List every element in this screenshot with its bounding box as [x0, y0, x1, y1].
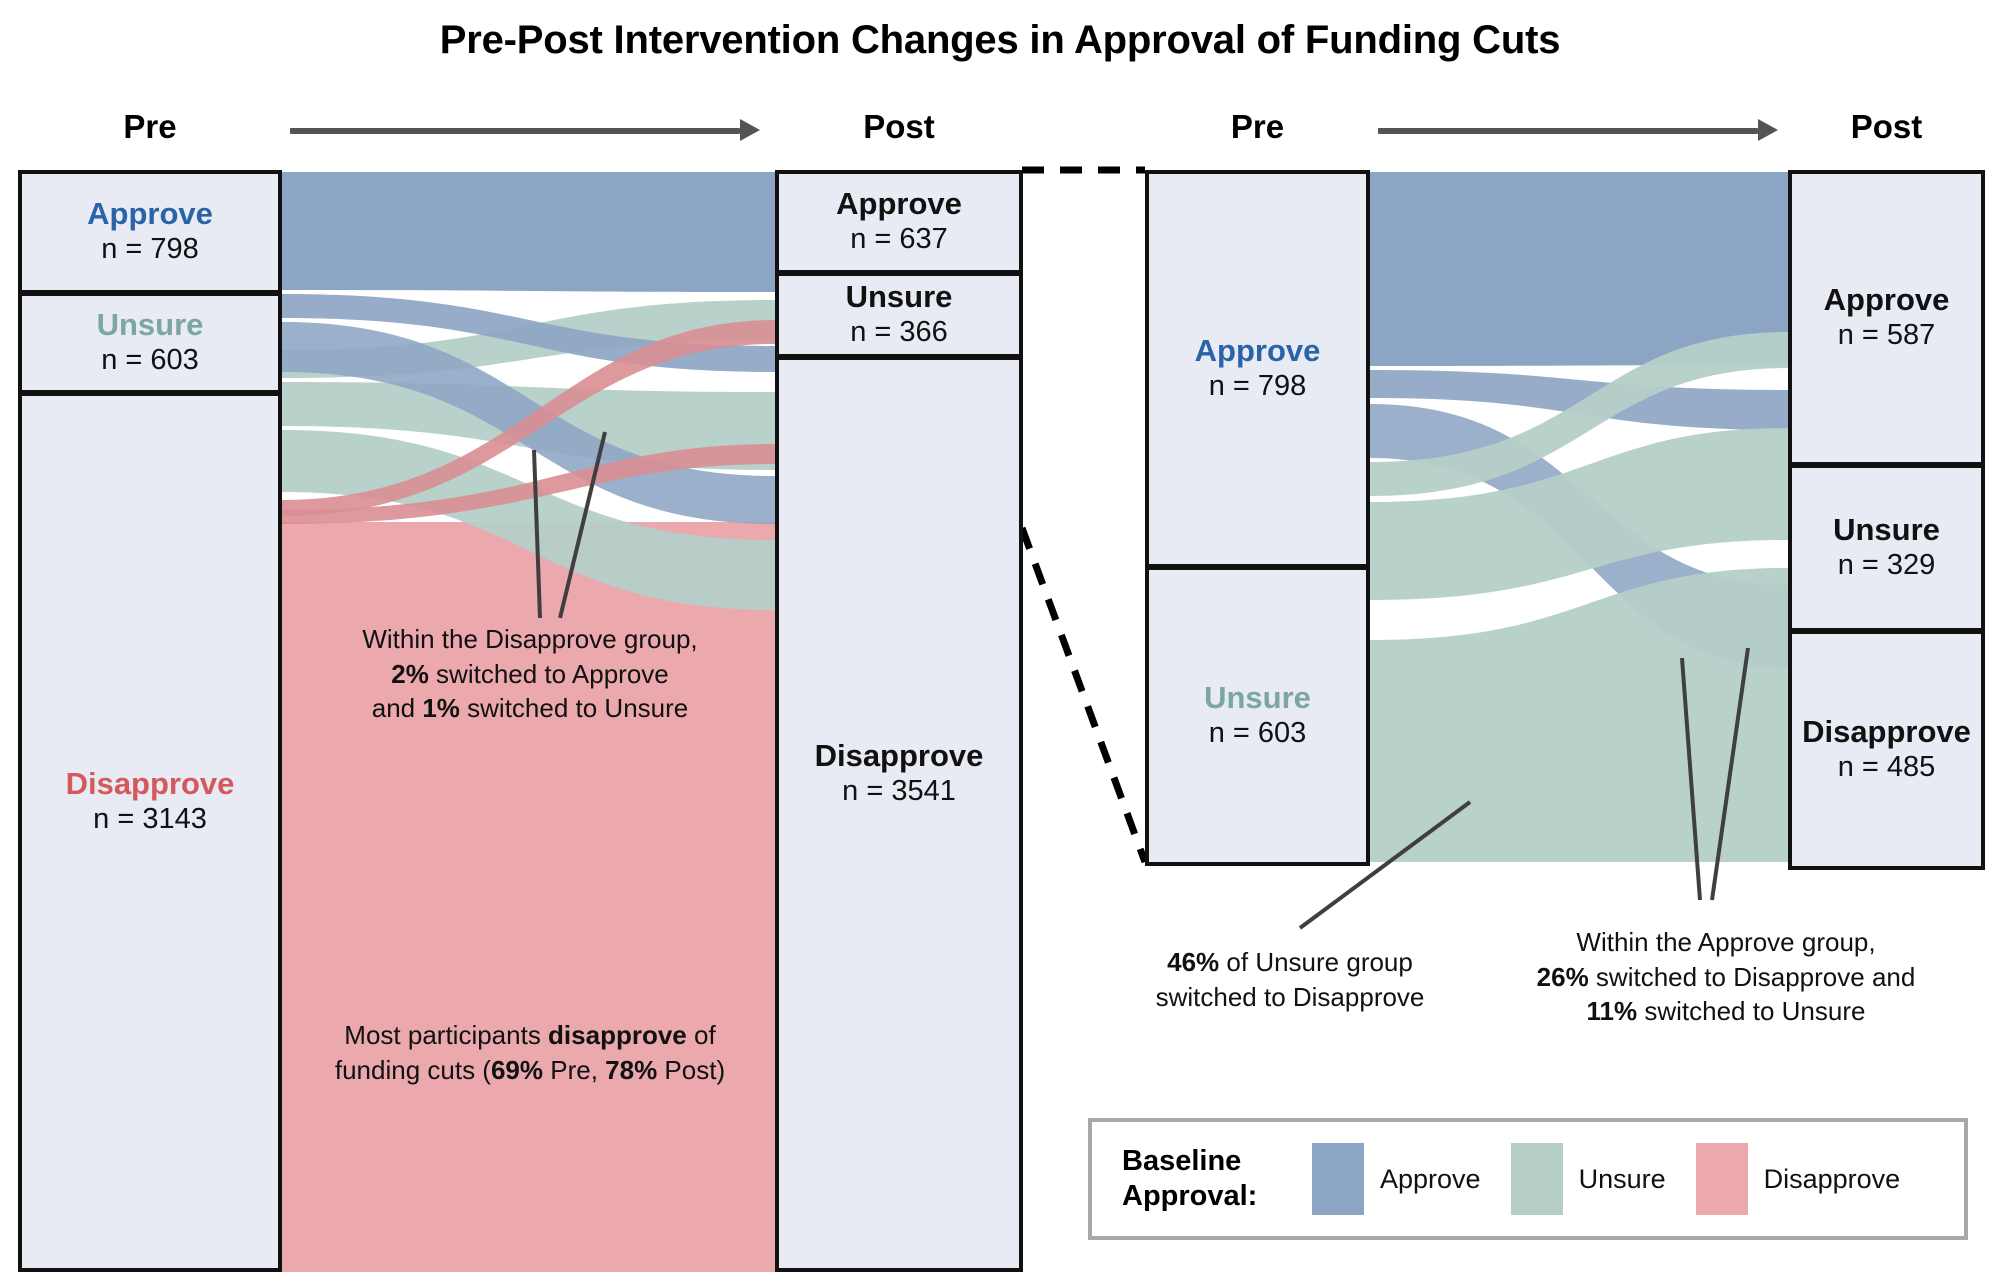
node-post-approve-right[interactable]: Approve n = 587 — [1788, 170, 1985, 466]
page-title: Pre-Post Intervention Changes in Approva… — [439, 18, 1561, 62]
annotation-line: 11% switched to Unsure — [1586, 996, 1866, 1027]
annotation-line: funding cuts (69% Pre, 78% Post) — [334, 1054, 726, 1085]
leader-line-approve-switch-b — [1710, 647, 1750, 901]
left-panel-post-header: Post — [863, 108, 935, 145]
legend-item-approve[interactable]: Approve — [1312, 1143, 1481, 1215]
node-label: Disapprove — [814, 738, 984, 774]
annotation-approve-switch: Within the Approve group, 26% switched t… — [1516, 925, 1936, 1029]
node-label: Unsure — [1204, 680, 1311, 716]
leader-line-unsure-switch — [1298, 800, 1472, 930]
node-label: Approve — [836, 186, 962, 222]
zoom-connector-bottom — [1018, 526, 1149, 864]
node-value: n = 798 — [101, 232, 199, 265]
node-label: Unsure — [1833, 512, 1940, 548]
leader-line-disapprove-a — [532, 449, 542, 619]
node-value: n = 3143 — [93, 802, 207, 835]
node-post-disapprove-left[interactable]: Disapprove n = 3541 — [775, 356, 1023, 1272]
right-panel-pre-header: Pre — [1230, 108, 1285, 145]
legend-swatch-unsure — [1510, 1143, 1563, 1215]
node-post-unsure-left[interactable]: Unsure n = 366 — [775, 272, 1023, 358]
right-panel-post-header: Post — [1850, 108, 1923, 145]
node-post-disapprove-right[interactable]: Disapprove n = 485 — [1788, 630, 1985, 870]
legend-title: Baseline Approval: — [1122, 1144, 1282, 1214]
legend-item-disapprove[interactable]: Disapprove — [1695, 1143, 1901, 1215]
annotation-line: Most participants disapprove of — [344, 1020, 716, 1050]
node-value: n = 603 — [1208, 716, 1307, 749]
leader-line-approve-switch-a — [1680, 657, 1702, 901]
node-post-approve-left[interactable]: Approve n = 637 — [775, 170, 1023, 274]
legend-title-line2: Approval: — [1122, 1180, 1258, 1212]
node-label: Unsure — [96, 307, 204, 343]
annotation-line: Within the Disapprove group, — [362, 624, 698, 654]
node-label: Disapprove — [65, 766, 235, 802]
node-label: Approve — [1823, 282, 1950, 318]
node-pre-approve-left[interactable]: Approve n = 798 — [18, 170, 282, 294]
node-value: n = 485 — [1837, 750, 1936, 783]
left-panel-pre-header: Pre — [123, 108, 177, 145]
node-value: n = 3541 — [842, 774, 956, 807]
node-value: n = 798 — [1208, 369, 1307, 402]
legend-label: Unsure — [1578, 1163, 1666, 1194]
node-pre-unsure-left[interactable]: Unsure n = 603 — [18, 292, 282, 394]
leader-line-disapprove-b — [558, 431, 607, 619]
node-label: Unsure — [845, 279, 953, 315]
legend-label: Approve — [1380, 1163, 1481, 1194]
node-label: Approve — [87, 196, 213, 232]
node-value: n = 637 — [850, 222, 948, 255]
node-pre-disapprove-left[interactable]: Disapprove n = 3143 — [18, 392, 282, 1272]
annotation-line: 26% switched to Disapprove and — [1536, 961, 1916, 992]
node-value: n = 329 — [1837, 548, 1936, 581]
annotation-line: switched to Disapprove — [1155, 981, 1425, 1012]
node-value: n = 587 — [1837, 318, 1936, 351]
legend-item-unsure[interactable]: Unsure — [1510, 1143, 1666, 1215]
right-panel-arrow — [1378, 119, 1778, 141]
legend-swatch-disapprove — [1695, 1143, 1748, 1215]
annotation-unsure-switch: 46% of Unsure group switched to Disappro… — [1128, 945, 1452, 1014]
node-value: n = 603 — [101, 343, 199, 376]
annotation-most-disapprove: Most participants disapprove of funding … — [300, 1018, 760, 1087]
annotation-line: and 1% switched to Unsure — [371, 693, 689, 724]
left-panel-arrow — [290, 119, 760, 141]
node-pre-unsure-right[interactable]: Unsure n = 603 — [1145, 566, 1370, 866]
annotation-line: 2% switched to Approve — [391, 658, 669, 689]
node-post-unsure-right[interactable]: Unsure n = 329 — [1788, 464, 1985, 632]
node-label: Approve — [1194, 333, 1321, 369]
legend-label: Disapprove — [1763, 1163, 1901, 1194]
legend: Baseline Approval: Approve Unsure Disapp… — [1088, 1118, 1968, 1240]
node-pre-approve-right[interactable]: Approve n = 798 — [1145, 170, 1370, 568]
legend-swatch-approve — [1312, 1143, 1364, 1215]
annotation-line: Within the Approve group, — [1576, 927, 1876, 957]
annotation-line: 46% of Unsure group — [1167, 947, 1413, 977]
annotation-disapprove-switch: Within the Disapprove group, 2% switched… — [300, 622, 760, 726]
node-label: Disapprove — [1802, 714, 1971, 750]
node-value: n = 366 — [850, 315, 948, 348]
legend-title-line1: Baseline — [1122, 1145, 1242, 1178]
